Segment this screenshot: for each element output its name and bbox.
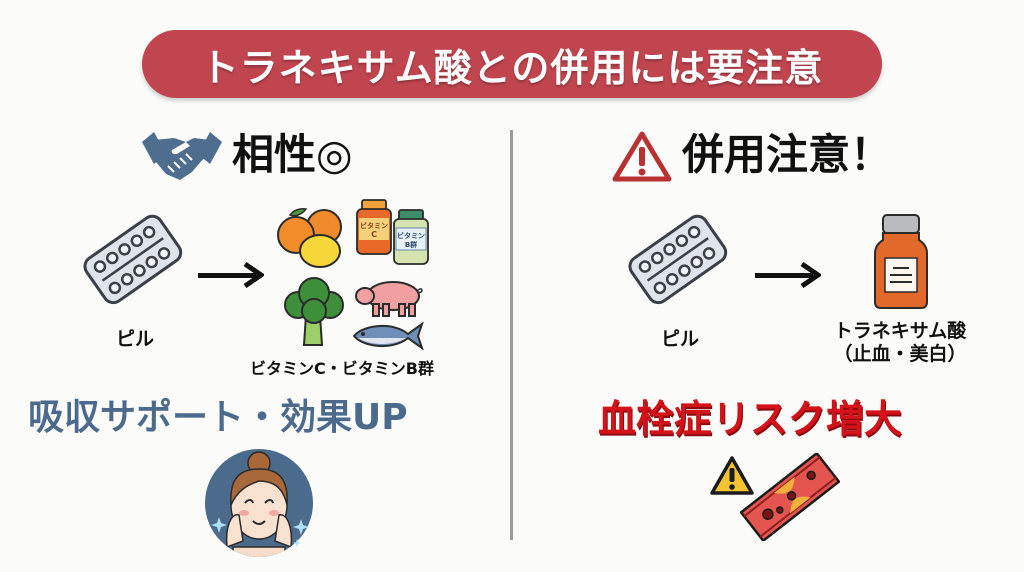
pill-pack-icon [83,214,183,305]
blood-clot-vessel-icon [740,453,840,541]
svg-text:ビタミン: ビタミン [397,231,425,240]
left-pill-label: ピル [115,328,154,350]
arrow-right-icon [198,262,264,288]
left-heading: 相性◎ [232,130,353,179]
warning-triangle-icon [612,131,672,182]
center-divider [510,130,513,540]
title-banner: トラネキサム酸との併用には要注意 [142,30,882,98]
citrus-fruits-icon [277,208,342,268]
right-pill-label: ピル [660,328,699,350]
fish-icon [352,321,424,351]
page-title: トラネキサム酸との併用には要注意 [200,45,824,90]
pill-pack-icon [628,214,728,305]
medicine-bottle-icon [874,214,928,309]
pig-icon [355,281,423,317]
broccoli-icon [284,277,344,346]
tranexamic-label: トラネキサム酸 （止血・美白） [820,320,980,366]
arrow-right-icon [755,262,821,288]
benefit-text: 吸収サポート・効果UP [28,397,408,438]
svg-text:B群: B群 [405,240,417,249]
svg-text:ビタミン: ビタミン [360,221,388,230]
vitamin-label: ビタミンC・ビタミンB群 [250,359,434,378]
vitamin-b-bottle-icon: ビタミン B群 [393,209,429,265]
right-heading: 併用注意！ [682,130,893,179]
tranexamic-effect: （止血・美白） [833,342,967,365]
vitamin-c-bottle-icon: ビタミン C [356,199,392,255]
caution-sign-icon [710,456,754,495]
svg-text:C: C [371,230,377,239]
risk-text: 血栓症リスク増大 [598,397,903,441]
handshake-icon [142,132,222,180]
tranexamic-name: トラネキサム酸 [833,320,967,342]
happy-woman-icon [205,449,313,557]
